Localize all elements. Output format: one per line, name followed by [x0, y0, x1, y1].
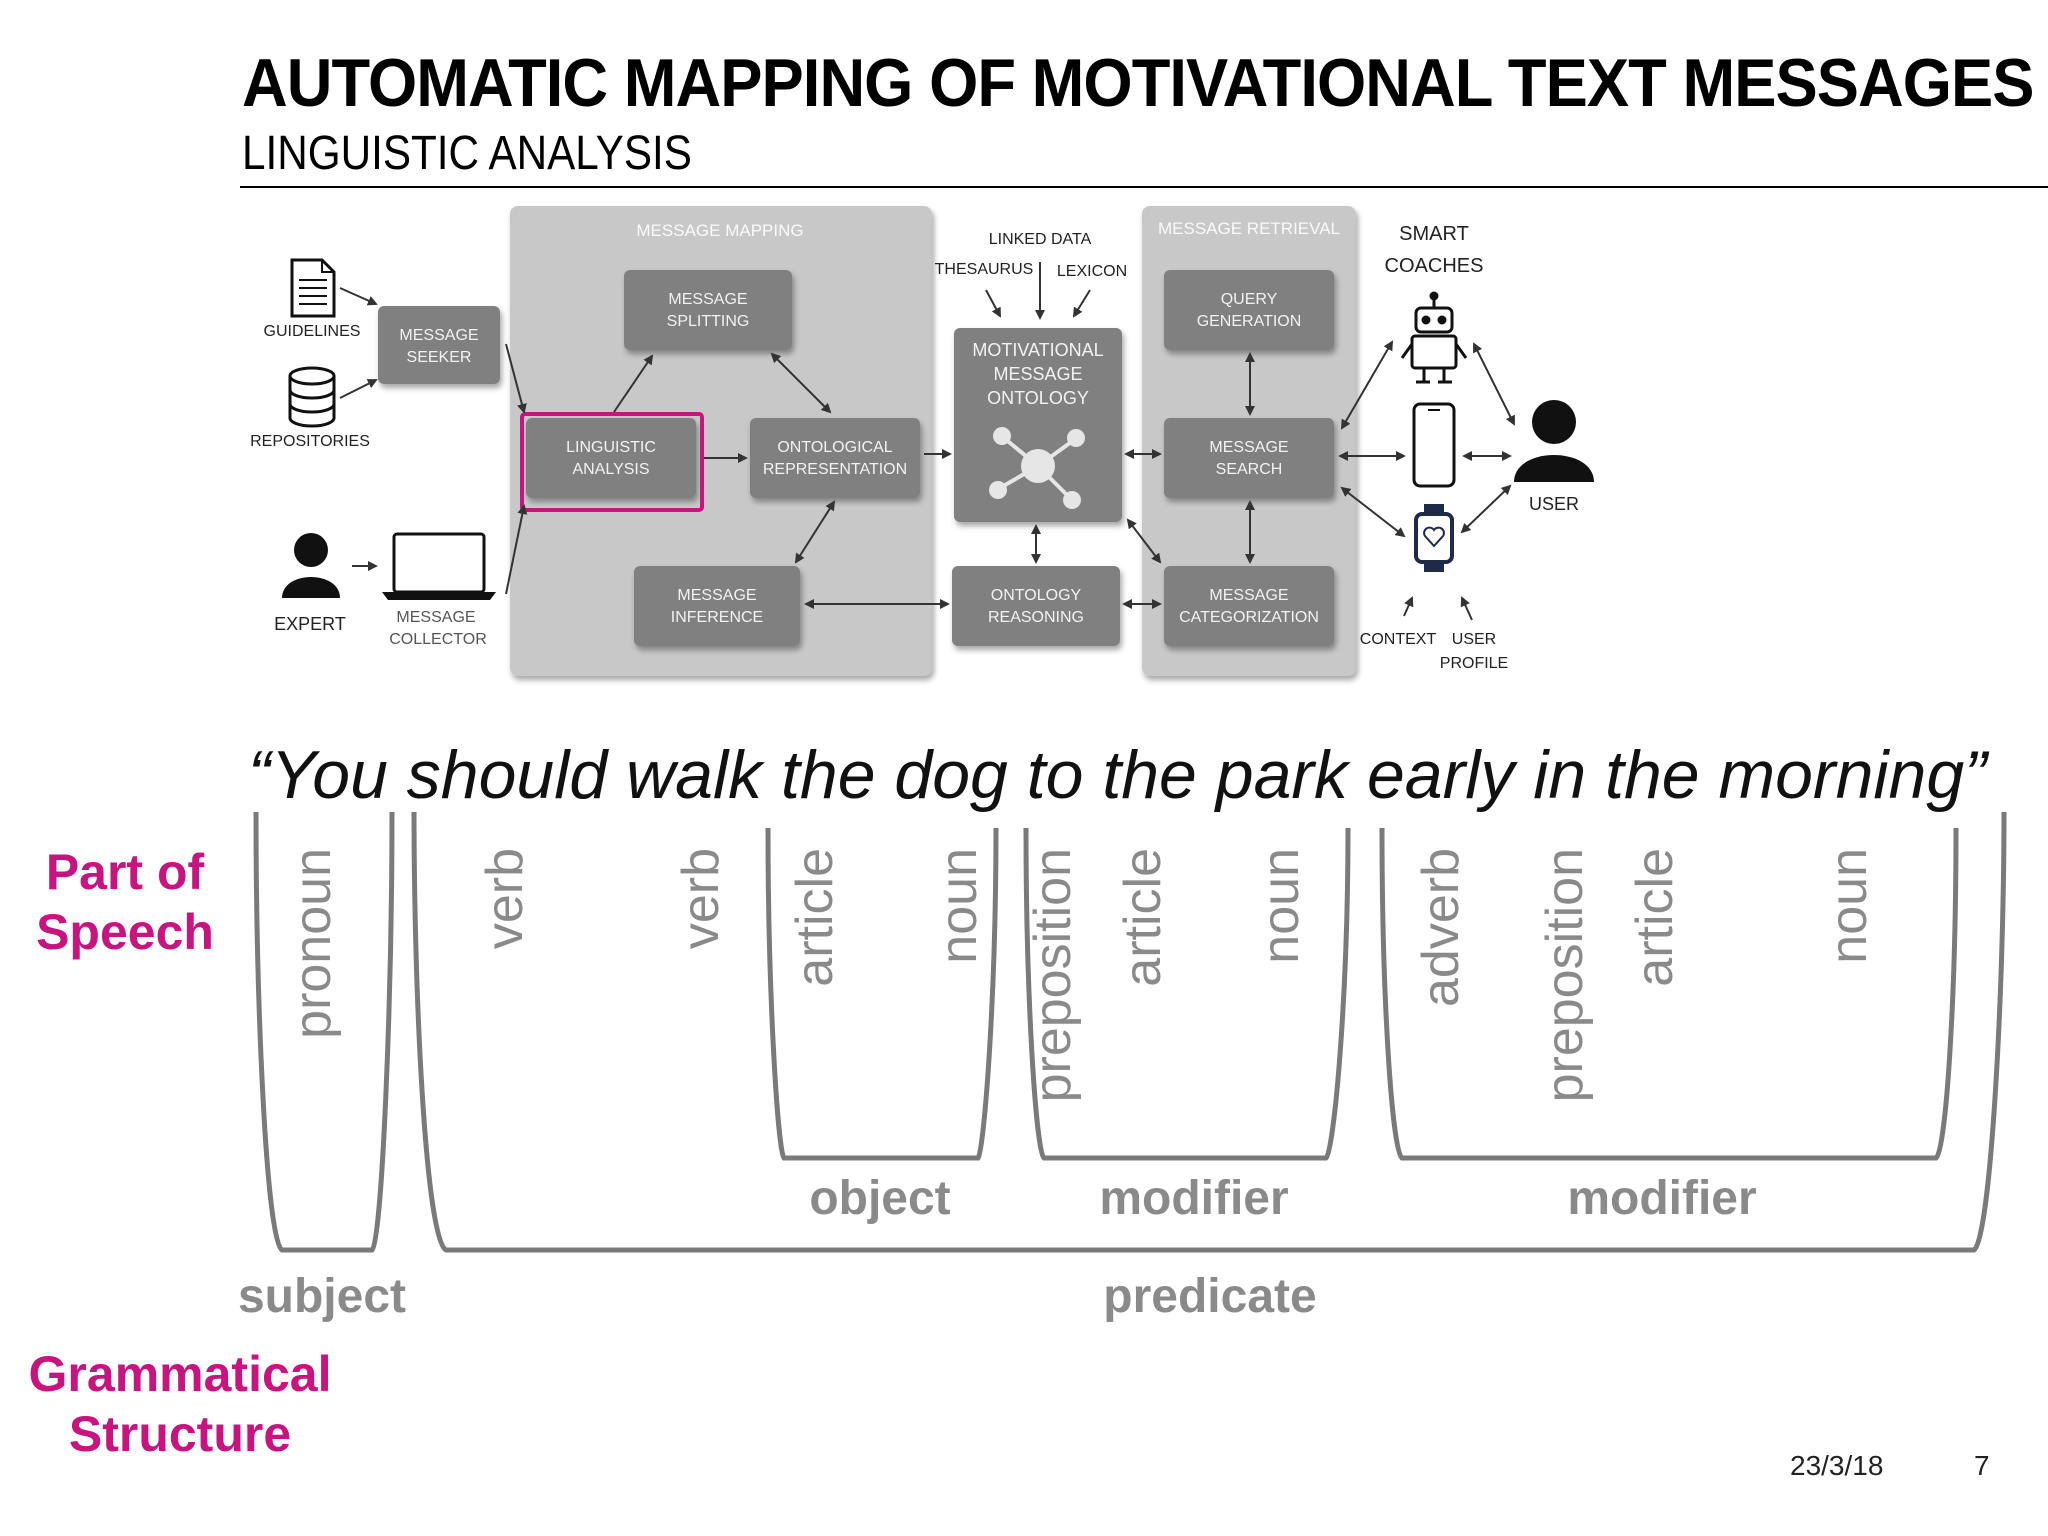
- modifier-1-bracket: [1023, 827, 1351, 1161]
- slide-subtitle: LINGUISTIC ANALYSIS: [242, 127, 692, 180]
- svg-text:SEARCH: SEARCH: [1216, 461, 1283, 478]
- svg-text:MESSAGE: MESSAGE: [677, 587, 756, 604]
- part-of-speech-label: Part of Speech: [36, 844, 214, 960]
- svg-text:MESSAGE: MESSAGE: [1209, 587, 1288, 604]
- subject-bracket: [253, 811, 395, 1253]
- subject-label: subject: [238, 1270, 406, 1323]
- svg-text:ONTOLOGICAL: ONTOLOGICAL: [777, 439, 892, 456]
- message-categorization-box: MESSAGE CATEGORIZATION: [1164, 566, 1334, 646]
- message-splitting-box: MESSAGE SPLITTING: [624, 270, 792, 350]
- network-graph-icon: [989, 427, 1085, 509]
- user-person-icon: [1514, 400, 1594, 482]
- pos-tag-park: noun: [1252, 848, 1310, 964]
- pos-tag-morning: noun: [1820, 848, 1878, 964]
- svg-text:SPLITTING: SPLITTING: [667, 313, 750, 330]
- repositories-label: REPOSITORIES: [250, 433, 370, 450]
- collector-label-line2: COLLECTOR: [389, 631, 487, 648]
- modifier-label-2: modifier: [1567, 1172, 1756, 1225]
- svg-text:REPRESENTATION: REPRESENTATION: [763, 461, 907, 478]
- svg-text:MESSAGE: MESSAGE: [668, 291, 747, 308]
- svg-text:CATEGORIZATION: CATEGORIZATION: [1179, 609, 1319, 626]
- slide-date: 23/3/18: [1790, 1450, 1884, 1481]
- slide-page-number: 7: [1974, 1450, 1990, 1481]
- modifier-label-1: modifier: [1099, 1172, 1288, 1225]
- message-inference-box: MESSAGE INFERENCE: [634, 566, 800, 646]
- svg-text:ANALYSIS: ANALYSIS: [572, 461, 649, 478]
- predicate-label: predicate: [1103, 1270, 1316, 1323]
- svg-text:INFERENCE: INFERENCE: [671, 609, 763, 626]
- object-label: object: [809, 1172, 950, 1225]
- svg-text:QUERY: QUERY: [1221, 291, 1278, 308]
- user-profile-label-line2: PROFILE: [1440, 655, 1508, 672]
- pos-tag-the-3: article: [1626, 848, 1684, 987]
- pos-tag-to: preposition: [1024, 848, 1082, 1102]
- laptop-icon: [382, 532, 496, 600]
- svg-text:MESSAGE: MESSAGE: [993, 364, 1082, 384]
- pos-tag-walk: verb: [672, 848, 730, 949]
- pos-tag-early: adverb: [1412, 848, 1470, 1007]
- user-label: USER: [1529, 494, 1579, 514]
- ontological-representation-box: ONTOLOGICAL REPRESENTATION: [750, 418, 920, 498]
- expert-label: EXPERT: [274, 614, 346, 634]
- highlight-frame: [520, 412, 704, 512]
- pos-tag-should: verb: [476, 848, 534, 949]
- svg-text:MESSAGE: MESSAGE: [399, 327, 478, 344]
- linked-data-label: LINKED DATA: [989, 231, 1092, 248]
- grammatical-structure-label: Grammatical Structure: [28, 1346, 332, 1462]
- guidelines-label: GUIDELINES: [264, 323, 361, 340]
- svg-text:MOTIVATIONAL: MOTIVATIONAL: [972, 340, 1103, 360]
- pos-tag-in: preposition: [1536, 848, 1594, 1102]
- svg-text:REASONING: REASONING: [988, 609, 1084, 626]
- pos-tag-you: pronoun: [284, 848, 342, 1039]
- message-seeker-box: MESSAGE SEEKER: [378, 306, 500, 384]
- slide-title: AUTOMATIC MAPPING OF MOTIVATIONAL TEXT M…: [242, 45, 2034, 121]
- message-mapping-group-label: MESSAGE MAPPING: [636, 221, 803, 240]
- message-search-box: MESSAGE SEARCH: [1164, 418, 1334, 498]
- smart-coaches-label-line2: COACHES: [1385, 255, 1484, 277]
- expert-person-icon: [282, 533, 340, 598]
- ontology-reasoning-box: ONTOLOGY REASONING: [952, 566, 1120, 646]
- svg-text:MESSAGE: MESSAGE: [1209, 439, 1288, 456]
- document-icon: [290, 258, 336, 318]
- svg-text:ONTOLOGY: ONTOLOGY: [987, 388, 1089, 408]
- pos-tag-dog: noun: [930, 848, 988, 964]
- object-bracket: [765, 827, 999, 1161]
- collector-label-line1: MESSAGE: [396, 609, 475, 626]
- lexicon-label: LEXICON: [1057, 263, 1127, 280]
- robot-icon: [1400, 291, 1468, 384]
- context-label: CONTEXT: [1360, 631, 1437, 648]
- linguistic-analysis-box: LINGUISTIC ANALYSIS: [520, 412, 704, 512]
- thesaurus-label: THESAURUS: [935, 261, 1034, 278]
- svg-text:ONTOLOGY: ONTOLOGY: [991, 587, 1082, 604]
- svg-text:SEEKER: SEEKER: [407, 349, 472, 366]
- svg-text:GENERATION: GENERATION: [1197, 313, 1302, 330]
- motivational-message-ontology-box: MOTIVATIONAL MESSAGE ONTOLOGY: [954, 328, 1122, 522]
- smartphone-icon: [1412, 402, 1456, 488]
- smart-coaches-label-line1: SMART: [1399, 223, 1469, 245]
- architecture-diagram: MESSAGE MAPPING MESSAGE RETRIEVAL GUIDEL…: [250, 206, 1594, 676]
- query-generation-box: QUERY GENERATION: [1164, 270, 1334, 350]
- pos-tag-the-1: article: [786, 848, 844, 987]
- pos-tag-the-2: article: [1114, 848, 1172, 987]
- message-retrieval-group-label: MESSAGE RETRIEVAL: [1158, 219, 1340, 238]
- user-profile-label-line1: USER: [1452, 631, 1496, 648]
- database-icon: [288, 366, 336, 428]
- predicate-bracket: [411, 811, 2007, 1253]
- example-sentence: “You should walk the dog to the park ear…: [248, 737, 1987, 813]
- modifier-2-bracket: [1379, 827, 1959, 1161]
- title-divider: [240, 186, 2048, 188]
- smartwatch-icon: [1414, 504, 1454, 572]
- svg-text:LINGUISTIC: LINGUISTIC: [566, 439, 656, 456]
